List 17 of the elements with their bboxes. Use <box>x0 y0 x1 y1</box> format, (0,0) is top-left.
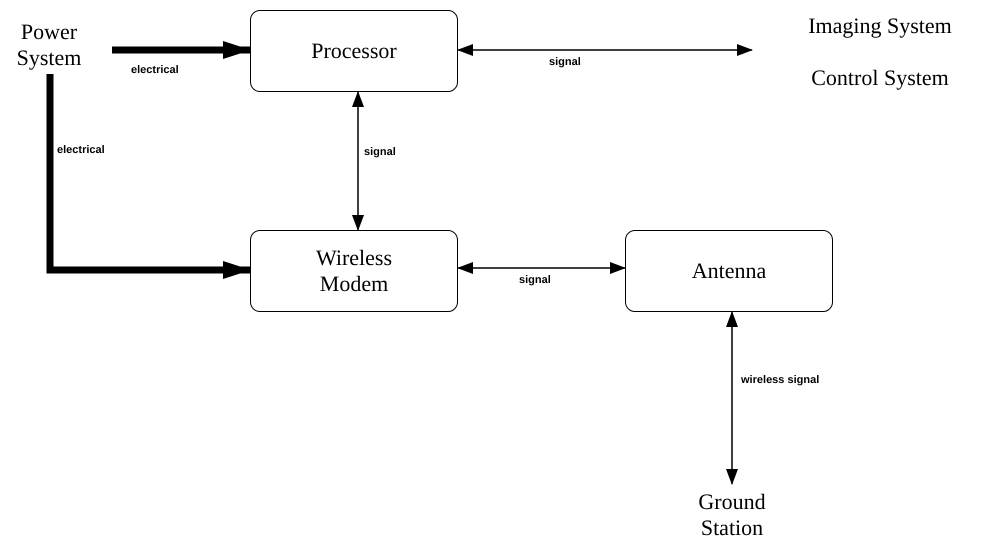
process-box: Wireless Modem <box>250 230 458 312</box>
edge-label: signal <box>363 146 397 159</box>
process-box: Antenna <box>625 230 833 312</box>
connector-arrow <box>352 91 364 231</box>
node-label: Power System <box>4 16 94 74</box>
node-label: Ground Station <box>672 484 792 546</box>
connector-arrow <box>726 311 738 485</box>
edge-label: wireless signal <box>740 374 820 387</box>
connector-arrow <box>112 41 251 59</box>
connector-arrow <box>457 262 626 274</box>
edge-label: signal <box>548 56 582 69</box>
process-box: Processor <box>250 10 458 92</box>
node-label: Imaging System <box>780 8 980 44</box>
edge-label: signal <box>518 274 552 287</box>
connector-arrow <box>46 74 251 279</box>
node-label: Control System <box>780 60 980 96</box>
connector-arrow <box>457 44 753 56</box>
